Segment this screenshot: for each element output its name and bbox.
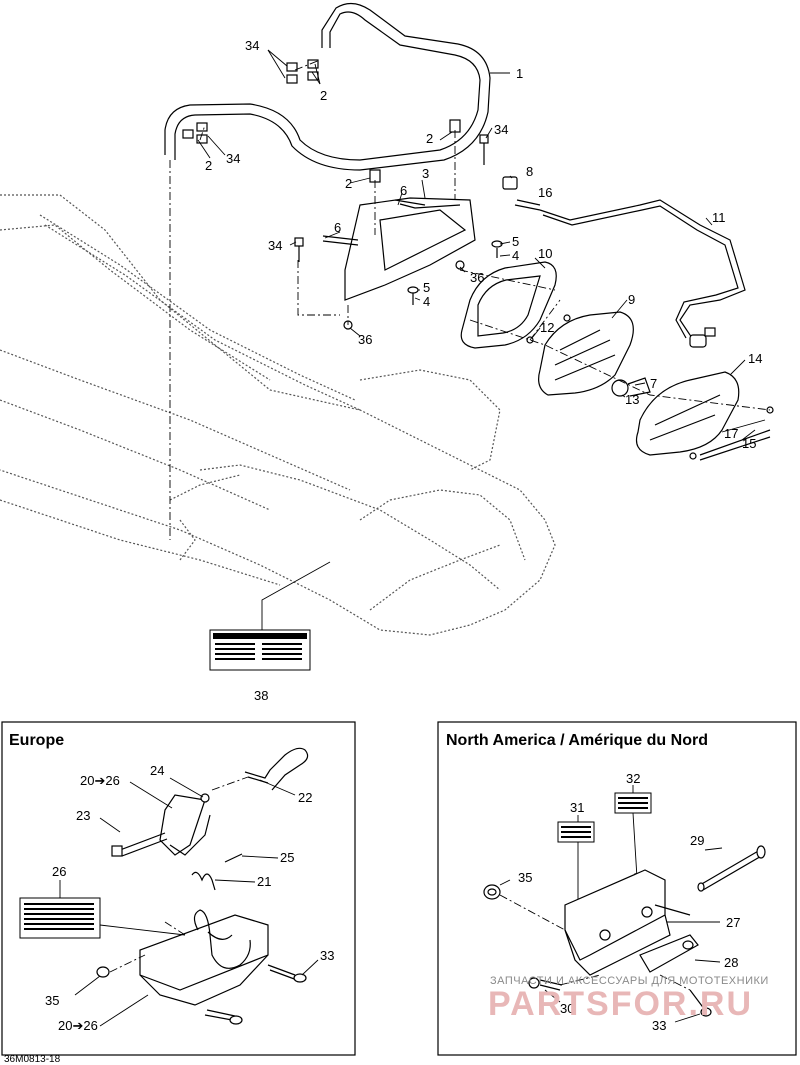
callout-36a: 36: [470, 270, 484, 285]
callout-4b: 4: [423, 294, 430, 309]
na-callout-30: 30: [560, 1001, 574, 1016]
wire-harness: [539, 199, 746, 348]
na-callout-35: 35: [518, 870, 532, 885]
callout-2a: 2: [320, 88, 327, 103]
north-america-title: North America / Amérique du Nord: [446, 732, 708, 749]
europe-callout-33: 33: [320, 948, 334, 963]
taillight-lens: [538, 311, 634, 396]
north-america-panel: North America / Amérique du Nord: [437, 721, 797, 1056]
callout-13: 13: [625, 392, 639, 407]
callout-34b: 34: [494, 122, 508, 137]
na-callout-28: 28: [724, 955, 738, 970]
watermark-tagline: ЗАПЧАСТИ И АКСЕССУАРЫ ДЛЯ МОТОТЕХНИКИ: [490, 975, 769, 987]
europe-callout-25: 25: [280, 850, 294, 865]
watermark: ЗАПЧАСТИ И АКСЕССУАРЫ ДЛЯ МОТОТЕХНИКИ PA…: [488, 975, 769, 1023]
callouts-main: 34 2 1 2 34 2 34 2 3 6 8 16 11 6 34 5 4 …: [205, 38, 762, 703]
callout-38: 38: [254, 688, 268, 703]
europe-callout-35: 35: [45, 993, 59, 1008]
drawing-code: 36M0813-18: [4, 1054, 61, 1065]
watermark-brand: PARTSFOR.RU: [488, 985, 753, 1023]
callout-10: 10: [538, 246, 552, 261]
callout-11: 11: [712, 210, 726, 225]
europe-callout-24: 24: [150, 763, 164, 778]
callout-8: 8: [526, 164, 533, 179]
callout-6a: 6: [400, 183, 407, 198]
callout-16: 16: [538, 185, 552, 200]
warning-decal-38: [209, 629, 311, 671]
grab-handle: [164, 2, 491, 171]
callout-15: 15: [742, 436, 756, 451]
europe-title: Europe: [9, 732, 64, 749]
callout-3: 3: [422, 166, 429, 181]
callout-36b: 36: [358, 332, 372, 347]
callout-2c: 2: [205, 158, 212, 173]
tunnel-frame: [0, 194, 556, 636]
callout-34d: 34: [268, 238, 282, 253]
callout-4a: 4: [512, 248, 519, 263]
callout-6b: 6: [334, 220, 341, 235]
lens-cover: [635, 371, 740, 456]
callout-12: 12: [540, 320, 554, 335]
connector: [502, 176, 541, 211]
callout-34a: 34: [245, 38, 259, 53]
mounting-bracket: [344, 197, 476, 301]
callout-7: 7: [650, 376, 657, 391]
europe-callout-26: 26: [52, 864, 66, 879]
europe-callout-23: 23: [76, 808, 90, 823]
bulb: [611, 377, 651, 397]
europe-callout-21: 21: [257, 874, 271, 889]
europe-callout-22: 22: [298, 790, 312, 805]
europe-callout-20-26b: 20➔26: [58, 1018, 98, 1033]
europe-callout-20-26a: 20➔26: [80, 773, 120, 788]
na-callout-27: 27: [726, 915, 740, 930]
europe-panel: Europe: [1, 721, 356, 1056]
na-callout-32: 32: [626, 771, 640, 786]
na-callout-33: 33: [652, 1018, 666, 1033]
taillight-housing: [460, 261, 557, 349]
callout-1: 1: [516, 66, 523, 81]
callout-5a: 5: [512, 234, 519, 249]
callout-5b: 5: [423, 280, 430, 295]
assembly-lines: [169, 59, 771, 540]
callout-2b: 2: [426, 131, 433, 146]
callout-14: 14: [748, 351, 762, 366]
main-exploded-view: 34 2 1 2 34 2 34 2 3 6 8 16 11 6 34 5 4 …: [0, 2, 774, 703]
na-callout-31: 31: [570, 800, 584, 815]
callout-9: 9: [628, 292, 635, 307]
callout-34c: 34: [226, 151, 240, 166]
na-callout-29: 29: [690, 833, 704, 848]
callout-17: 17: [724, 426, 738, 441]
callout-2d: 2: [345, 176, 352, 191]
